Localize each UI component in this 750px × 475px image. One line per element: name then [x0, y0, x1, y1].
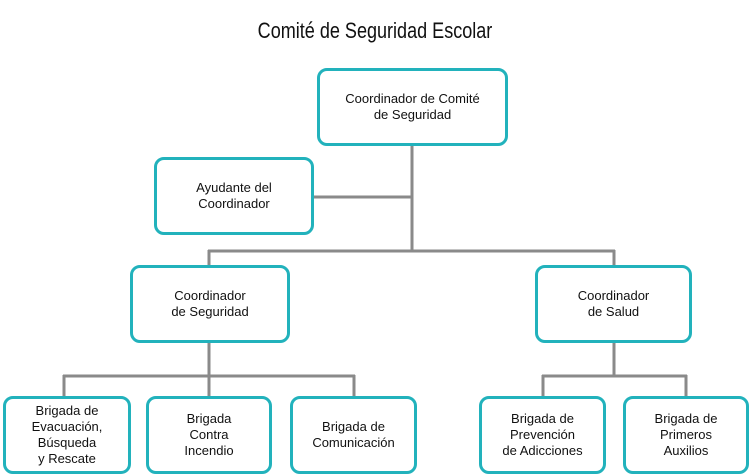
node-coordinador-seguridad: Coordinador de Seguridad [130, 265, 290, 343]
node-ayudante: Ayudante del Coordinador [154, 157, 314, 235]
node-brigada-incendio: Brigada Contra Incendio [146, 396, 272, 474]
node-coordinador-comite: Coordinador de Comité de Seguridad [317, 68, 508, 146]
node-brigada-auxilios: Brigada de Primeros Auxilios [623, 396, 749, 474]
diagram-title: Comité de Seguridad Escolar [257, 18, 493, 43]
node-coordinador-salud: Coordinador de Salud [535, 265, 692, 343]
node-brigada-evacuacion: Brigada de Evacuación, Búsqueda y Rescat… [3, 396, 131, 474]
node-brigada-adicciones: Brigada de Prevención de Adicciones [479, 396, 606, 474]
node-brigada-comunicacion: Brigada de Comunicación [290, 396, 417, 474]
